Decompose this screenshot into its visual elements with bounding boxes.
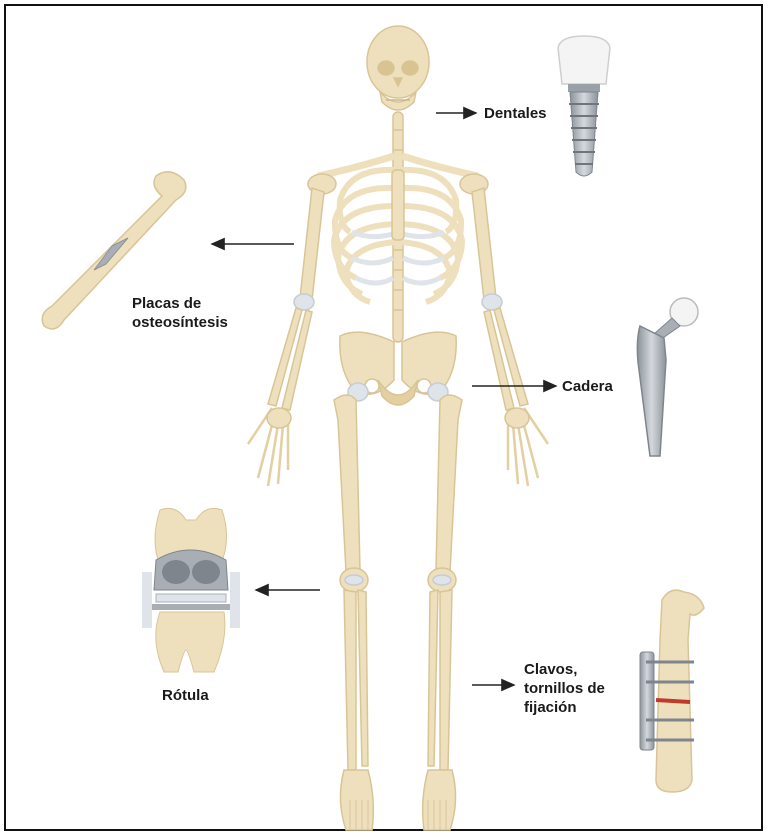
label-hip: Cadera: [562, 377, 613, 396]
sternum: [392, 170, 404, 240]
label-nails: Clavos, tornillos de fijación: [524, 660, 605, 717]
humerus-left: [472, 188, 496, 300]
feet: [340, 770, 455, 830]
label-plates: Placas de osteosíntesis: [132, 294, 228, 332]
femur-left: [436, 395, 462, 572]
knee-implant-illustration: [142, 508, 240, 672]
femur-right: [334, 395, 360, 572]
skeleton: [248, 26, 548, 830]
nail-fixation-illustration: [640, 590, 704, 792]
label-knee: Rótula: [162, 686, 209, 705]
hip-implant-illustration: [637, 298, 698, 456]
humerus-right: [300, 188, 324, 300]
skull: [367, 26, 429, 110]
dental-implant-illustration: [558, 36, 610, 176]
label-dental: Dentales: [484, 104, 547, 123]
